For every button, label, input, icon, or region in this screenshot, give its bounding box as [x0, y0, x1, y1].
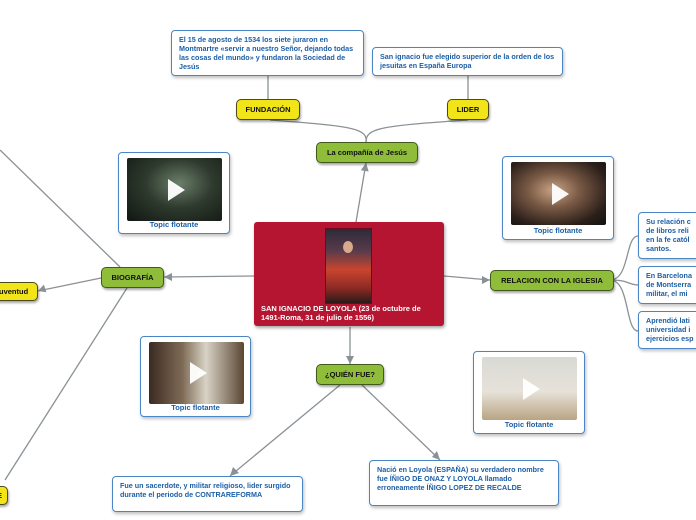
topic-edge-bottom-left[interactable]: E — [0, 486, 8, 505]
topic-biografia[interactable]: BIOGRAFÍA — [101, 267, 164, 288]
topic-juventud[interactable]: uventud — [0, 282, 38, 301]
note-lider[interactable]: San ignacio fue elegido superior de la o… — [372, 47, 563, 76]
central-topic[interactable]: SAN IGNACIO DE LOYOLA (23 de octubre de … — [254, 222, 444, 326]
note-relacion-3[interactable]: Aprendió lati universidad i ejercicios e… — [638, 311, 696, 349]
play-icon[interactable] — [522, 377, 540, 400]
topic-fundacion[interactable]: FUNDACIÓN — [236, 99, 300, 120]
floating-topic-video-4[interactable]: Topic flotante — [473, 351, 585, 434]
portrait-face — [343, 241, 353, 253]
floating-topic-label: Topic flotante — [171, 403, 220, 412]
floating-topic-label: Topic flotante — [533, 226, 583, 235]
topic-compania-de-jesus[interactable]: La compañía de Jesús — [316, 142, 418, 163]
note-relacion-1[interactable]: Su relación c de libros reli en la fe ca… — [638, 212, 696, 259]
video-thumbnail — [127, 158, 222, 221]
floating-topic-video-3[interactable]: Topic flotante — [140, 336, 251, 417]
note-relacion-2[interactable]: En Barcelona de Montserra militar, el mi — [638, 266, 696, 304]
note-quien-fue-2[interactable]: Nació en Loyola (ESPAÑA) su verdadero no… — [369, 460, 559, 506]
video-thumbnail — [149, 342, 244, 404]
floating-topic-label: Topic flotante — [149, 220, 199, 229]
topic-quien-fue[interactable]: ¿QUIÉN FUE? — [316, 364, 384, 385]
portrait-image — [325, 228, 372, 304]
floating-topic-video-2[interactable]: Topic flotante — [502, 156, 614, 240]
note-quien-fue-1[interactable]: Fue un sacerdote, y militar religioso, l… — [112, 476, 303, 512]
floating-topic-label: Topic flotante — [504, 420, 554, 429]
central-title: SAN IGNACIO DE LOYOLA (23 de octubre de … — [261, 304, 421, 323]
note-fundacion[interactable]: El 15 de agosto de 1534 los siete juraro… — [171, 30, 364, 76]
floating-topic-video-1[interactable]: Topic flotante — [118, 152, 230, 234]
topic-lider[interactable]: LIDER — [447, 99, 489, 120]
video-thumbnail — [482, 357, 577, 420]
topic-relacion-iglesia[interactable]: RELACION CON LA IGLESIA — [490, 270, 614, 291]
video-thumbnail — [511, 162, 606, 225]
play-icon[interactable] — [189, 362, 207, 384]
play-icon[interactable] — [551, 182, 569, 205]
play-icon[interactable] — [167, 178, 185, 201]
